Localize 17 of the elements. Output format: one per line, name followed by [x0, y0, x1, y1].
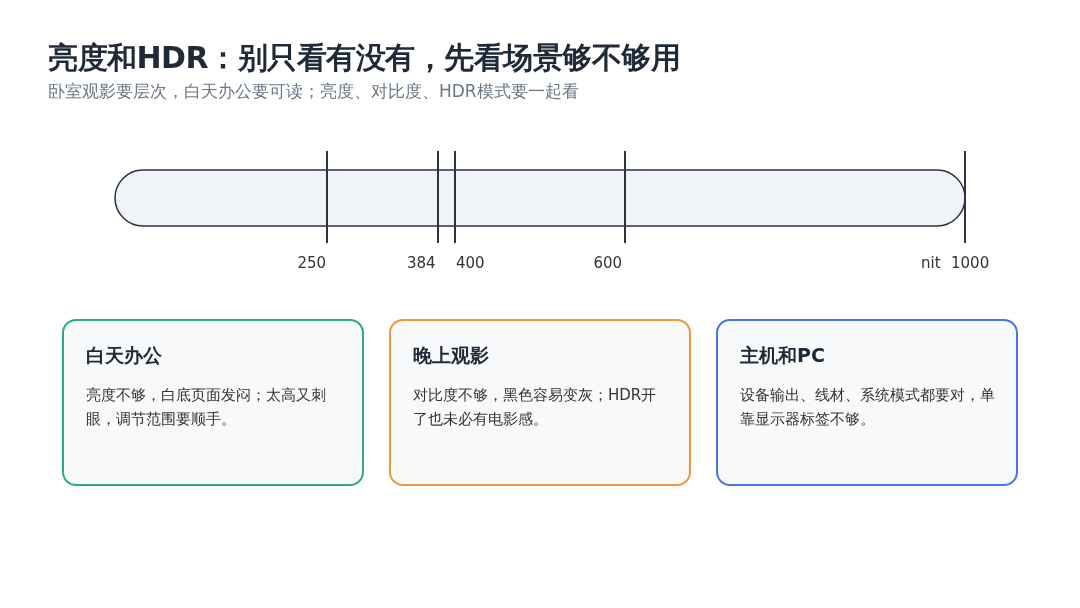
tick-label: 600 — [593, 254, 623, 272]
subtitle: 卧室观影要层次，白天办公要可读；亮度、对比度、HDR模式要一起看 — [48, 80, 579, 103]
tick-label: 400 — [456, 254, 485, 272]
tick-label: nit — [921, 254, 941, 272]
title: 亮度和HDR：别只看有没有，先看场景够不够用 — [48, 39, 681, 77]
card-heading: 晚上观影 — [413, 343, 489, 368]
scenario-card — [389, 319, 691, 486]
card-text: 亮度不够，白底页面发闷；太高又刺眼，调节范围要顺手。 — [86, 385, 327, 430]
card-heading: 主机和PC — [740, 343, 825, 368]
scenario-card — [716, 319, 1018, 486]
card-heading: 白天办公 — [86, 343, 162, 368]
tick-label: 250 — [297, 254, 327, 272]
card-text: 对比度不够，黑色容易变灰；HDR开了也未必有电影感。 — [413, 385, 658, 430]
tick-label: 1000 — [951, 254, 990, 272]
card-text: 设备输出、线材、系统模式都要对，单靠显示器标签不够。 — [740, 385, 996, 430]
scenario-card — [62, 319, 364, 486]
tick-label: 384 — [407, 254, 436, 272]
